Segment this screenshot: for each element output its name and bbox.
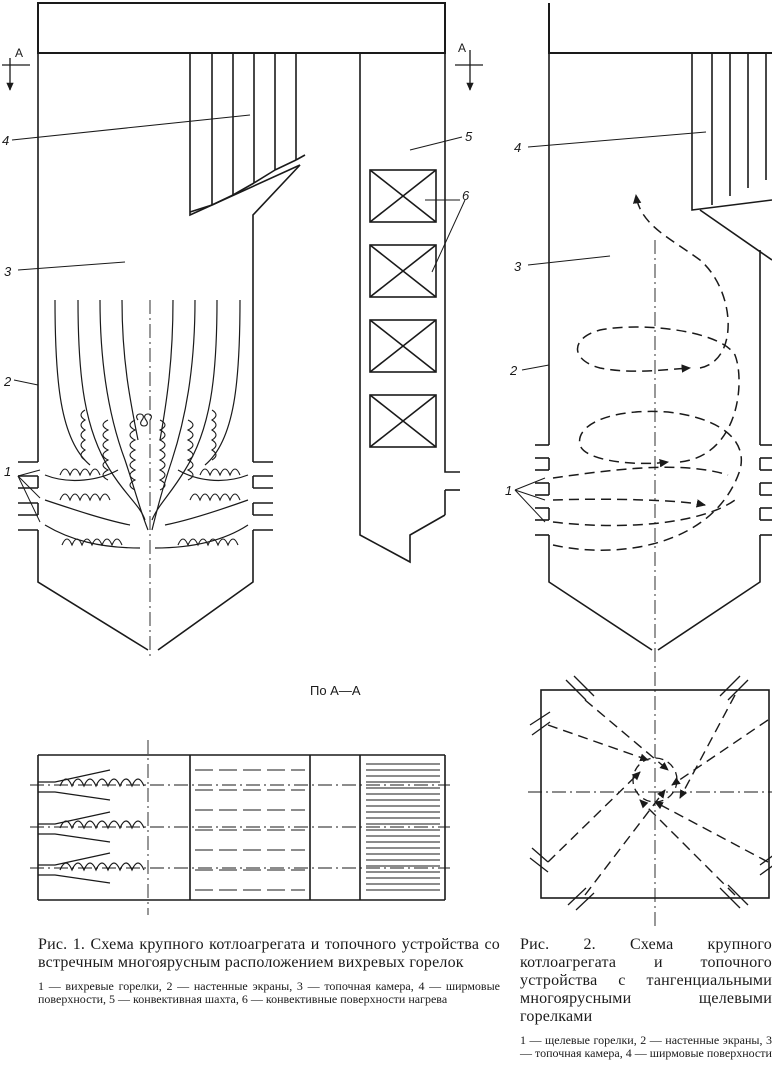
- fig1-caption-legend: 1 — вихревые горелки, 2 — настенные экра…: [38, 979, 500, 1006]
- fig1-leaders: [11, 114, 466, 523]
- fig1-label-section-right: A: [458, 41, 466, 55]
- fig2-caption: Рис. 2. Схема крупного котлоагрегата и т…: [520, 936, 772, 1060]
- fig2-boiler-outline: [548, 3, 772, 651]
- fig2-burners: [535, 444, 772, 536]
- fig1-label-platens: 4: [2, 133, 9, 148]
- fig1-section-markers: [2, 50, 483, 91]
- fig2-plan-view: [528, 675, 772, 911]
- fig1-section-view-label: По A—A: [310, 683, 361, 698]
- fig1-label-convective: 6: [462, 188, 470, 203]
- fig1-boiler-outline: [37, 2, 460, 651]
- fig1-vortex-coils: [59, 409, 241, 547]
- fig2-caption-title: Рис. 2. Схема крупного котлоагрегата и т…: [520, 936, 772, 1025]
- fig2-label-furnace: 3: [514, 259, 522, 274]
- fig1-flow-lines: [44, 299, 249, 549]
- fig2-caption-legend: 1 — щелевые горелки, 2 — настенные экран…: [520, 1033, 772, 1060]
- fig1-label-wall-screens: 2: [3, 374, 12, 389]
- fig2-label-wall-screens: 2: [509, 363, 518, 378]
- fig2-label-burners: 1: [505, 483, 512, 498]
- fig2-swirl-flow: [552, 193, 743, 551]
- fig1-label-shaft: 5: [465, 129, 473, 144]
- fig1-platens: [189, 53, 306, 213]
- fig2-platens: [711, 53, 767, 205]
- fig1-caption: Рис. 1. Схема крупного котлоагрегата и т…: [38, 936, 500, 1006]
- fig1-plan-view: [30, 740, 450, 915]
- fig1-burners: [18, 461, 273, 531]
- fig1-label-furnace: 3: [4, 264, 12, 279]
- fig2-label-platens: 4: [514, 140, 521, 155]
- fig1-caption-title: Рис. 1. Схема крупного котлоагрегата и т…: [38, 936, 500, 971]
- fig1-label-section-left: A: [15, 46, 23, 60]
- fig2-leaders: [514, 131, 707, 523]
- fig1-convective-surfaces: [369, 169, 437, 448]
- fig1-label-burners: 1: [4, 464, 11, 479]
